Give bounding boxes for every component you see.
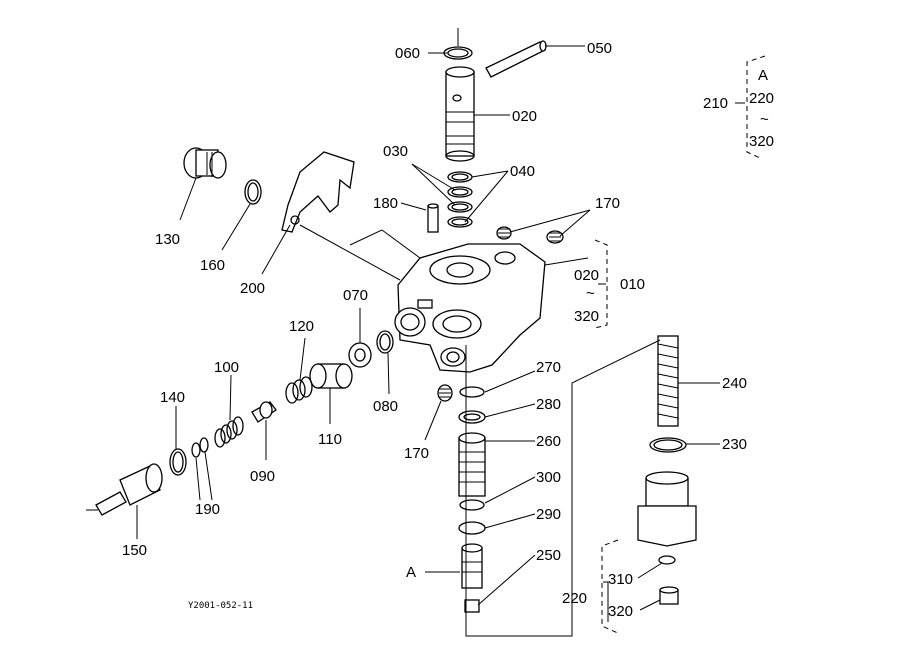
label-190: 190 — [195, 501, 220, 518]
label-020: 020 — [512, 108, 537, 125]
label-130: 130 — [155, 231, 180, 248]
range-010-from: 020 — [574, 267, 599, 284]
part-170-plugs-upper — [496, 226, 564, 244]
callout-labels: 060 050 020 030 040 180 170 130 160 200 … — [122, 40, 774, 620]
range-210-tilde: ~ — [760, 111, 769, 128]
label-040: 040 — [510, 163, 535, 180]
leader-lines — [136, 45, 745, 637]
range-010-tilde: ~ — [586, 285, 595, 302]
label-320: 320 — [608, 603, 633, 620]
label-030: 030 — [383, 143, 408, 160]
range-210-to: 320 — [749, 133, 774, 150]
label-300: 300 — [536, 469, 561, 486]
label-200: 200 — [240, 280, 265, 297]
label-090: 090 — [250, 468, 275, 485]
label-060: 060 — [395, 45, 420, 62]
part-170-plug-lower — [437, 384, 453, 402]
label-210: 210 — [703, 95, 728, 112]
part-050-pin — [485, 40, 547, 78]
label-220: 220 — [562, 590, 587, 607]
label-070: 070 — [343, 287, 368, 304]
part-200-bracket — [281, 151, 355, 233]
part-150-adjuster — [86, 463, 163, 516]
label-260: 260 — [536, 433, 561, 450]
label-170-lower: 170 — [404, 445, 429, 462]
range-010-to: 320 — [574, 308, 599, 325]
label-180: 180 — [373, 195, 398, 212]
label-160: 160 — [200, 257, 225, 274]
part-020-spool — [445, 66, 475, 162]
label-150: 150 — [122, 542, 147, 559]
label-240: 240 — [722, 375, 747, 392]
label-290: 290 — [536, 506, 561, 523]
range-210-top: A — [758, 67, 768, 84]
label-100: 100 — [214, 359, 239, 376]
part-140-o-ring — [169, 448, 187, 476]
label-270: 270 — [536, 359, 561, 376]
label-140: 140 — [160, 389, 185, 406]
label-120: 120 — [289, 318, 314, 335]
part-090-poppet — [251, 401, 277, 423]
part-valve-body — [394, 243, 546, 373]
label-080: 080 — [373, 398, 398, 415]
label-010: 010 — [620, 276, 645, 293]
range-210-from: 220 — [749, 90, 774, 107]
image-code: Y2001-052-11 — [188, 601, 253, 611]
label-110: 110 — [318, 431, 342, 448]
range-brackets — [594, 55, 766, 635]
part-check-stack — [458, 386, 486, 613]
label-280: 280 — [536, 396, 561, 413]
label-ref-a: A — [406, 564, 416, 581]
label-310: 310 — [608, 571, 633, 588]
part-030-040-rings — [447, 171, 473, 228]
part-100-spring — [214, 416, 244, 448]
part-180-pin — [427, 203, 439, 233]
label-230: 230 — [722, 436, 747, 453]
label-050: 050 — [587, 40, 612, 57]
label-170-upper: 170 — [595, 195, 620, 212]
part-190-shims — [191, 437, 209, 458]
label-250: 250 — [536, 547, 561, 564]
part-160-o-ring — [244, 179, 262, 205]
part-relief-group — [285, 330, 394, 404]
part-130-plug — [183, 147, 227, 179]
part-right-group — [637, 335, 697, 605]
part-060-snap-ring — [443, 28, 473, 60]
